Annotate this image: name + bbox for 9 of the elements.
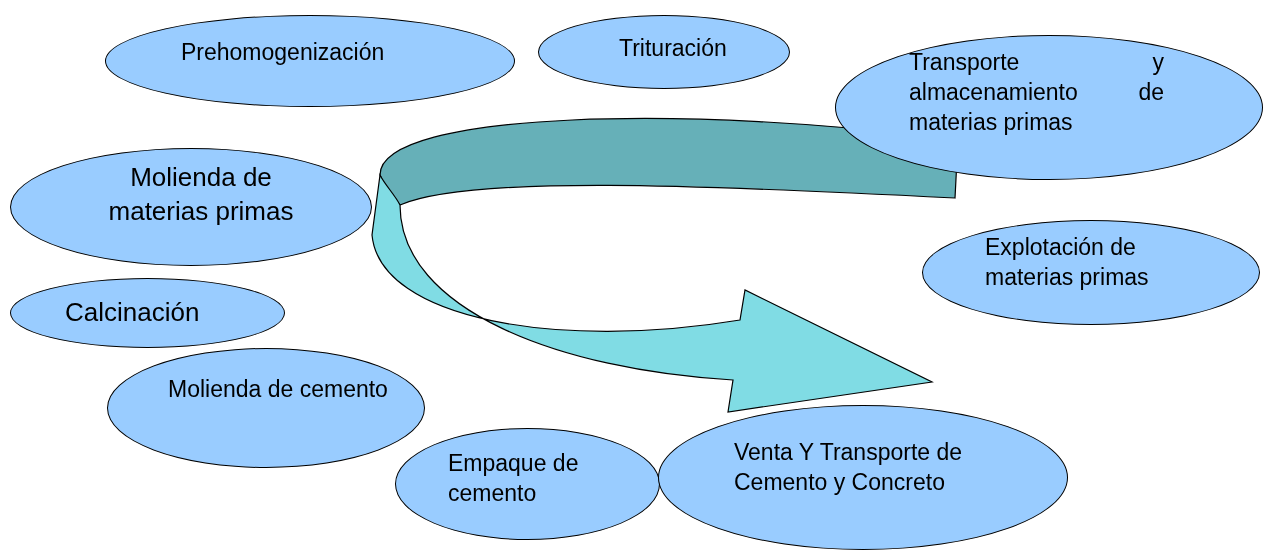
step-label: Calcinación [65, 296, 201, 329]
step-label: Molienda de materias primas [107, 161, 295, 228]
step-label: Prehomogenización [181, 38, 386, 67]
step-label: Molienda de cemento [168, 375, 388, 404]
step-label: Empaque de cemento [448, 449, 580, 508]
step-label: Venta Y Transporte de Cemento y Concreto [734, 438, 964, 497]
step-label: Trituración [619, 34, 728, 63]
step-label: Transporte y almacenamiento de materias primas [909, 48, 1164, 137]
step-label: Explotación de materias primas [985, 233, 1150, 292]
